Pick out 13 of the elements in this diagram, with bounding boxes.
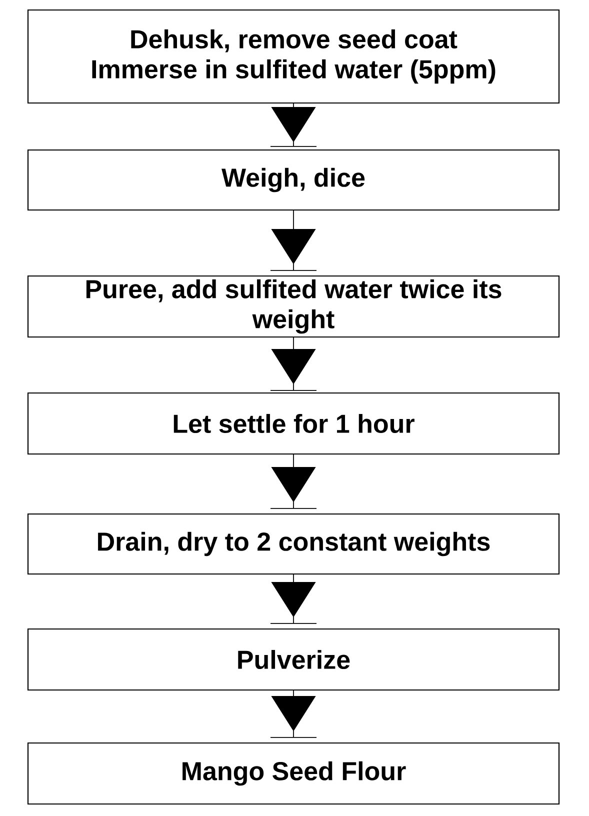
process-box: Weigh, dice xyxy=(27,149,560,211)
process-box: Drain, dry to 2 constant weights xyxy=(27,513,560,575)
arrow xyxy=(270,454,317,509)
process-box: Dehusk, remove seed coat Immerse in sulfited water (5ppm) xyxy=(27,9,560,104)
process-box: Mango Seed Flour xyxy=(27,742,560,805)
arrow xyxy=(270,690,317,738)
arrow xyxy=(270,210,317,271)
arrow xyxy=(270,574,317,624)
process-box: Pulverize xyxy=(27,628,560,691)
arrow xyxy=(270,103,317,147)
process-box: Puree, add sulfited water twice its weight xyxy=(27,275,560,338)
arrow xyxy=(270,337,317,391)
process-box: Let settle for 1 hour xyxy=(27,392,560,455)
